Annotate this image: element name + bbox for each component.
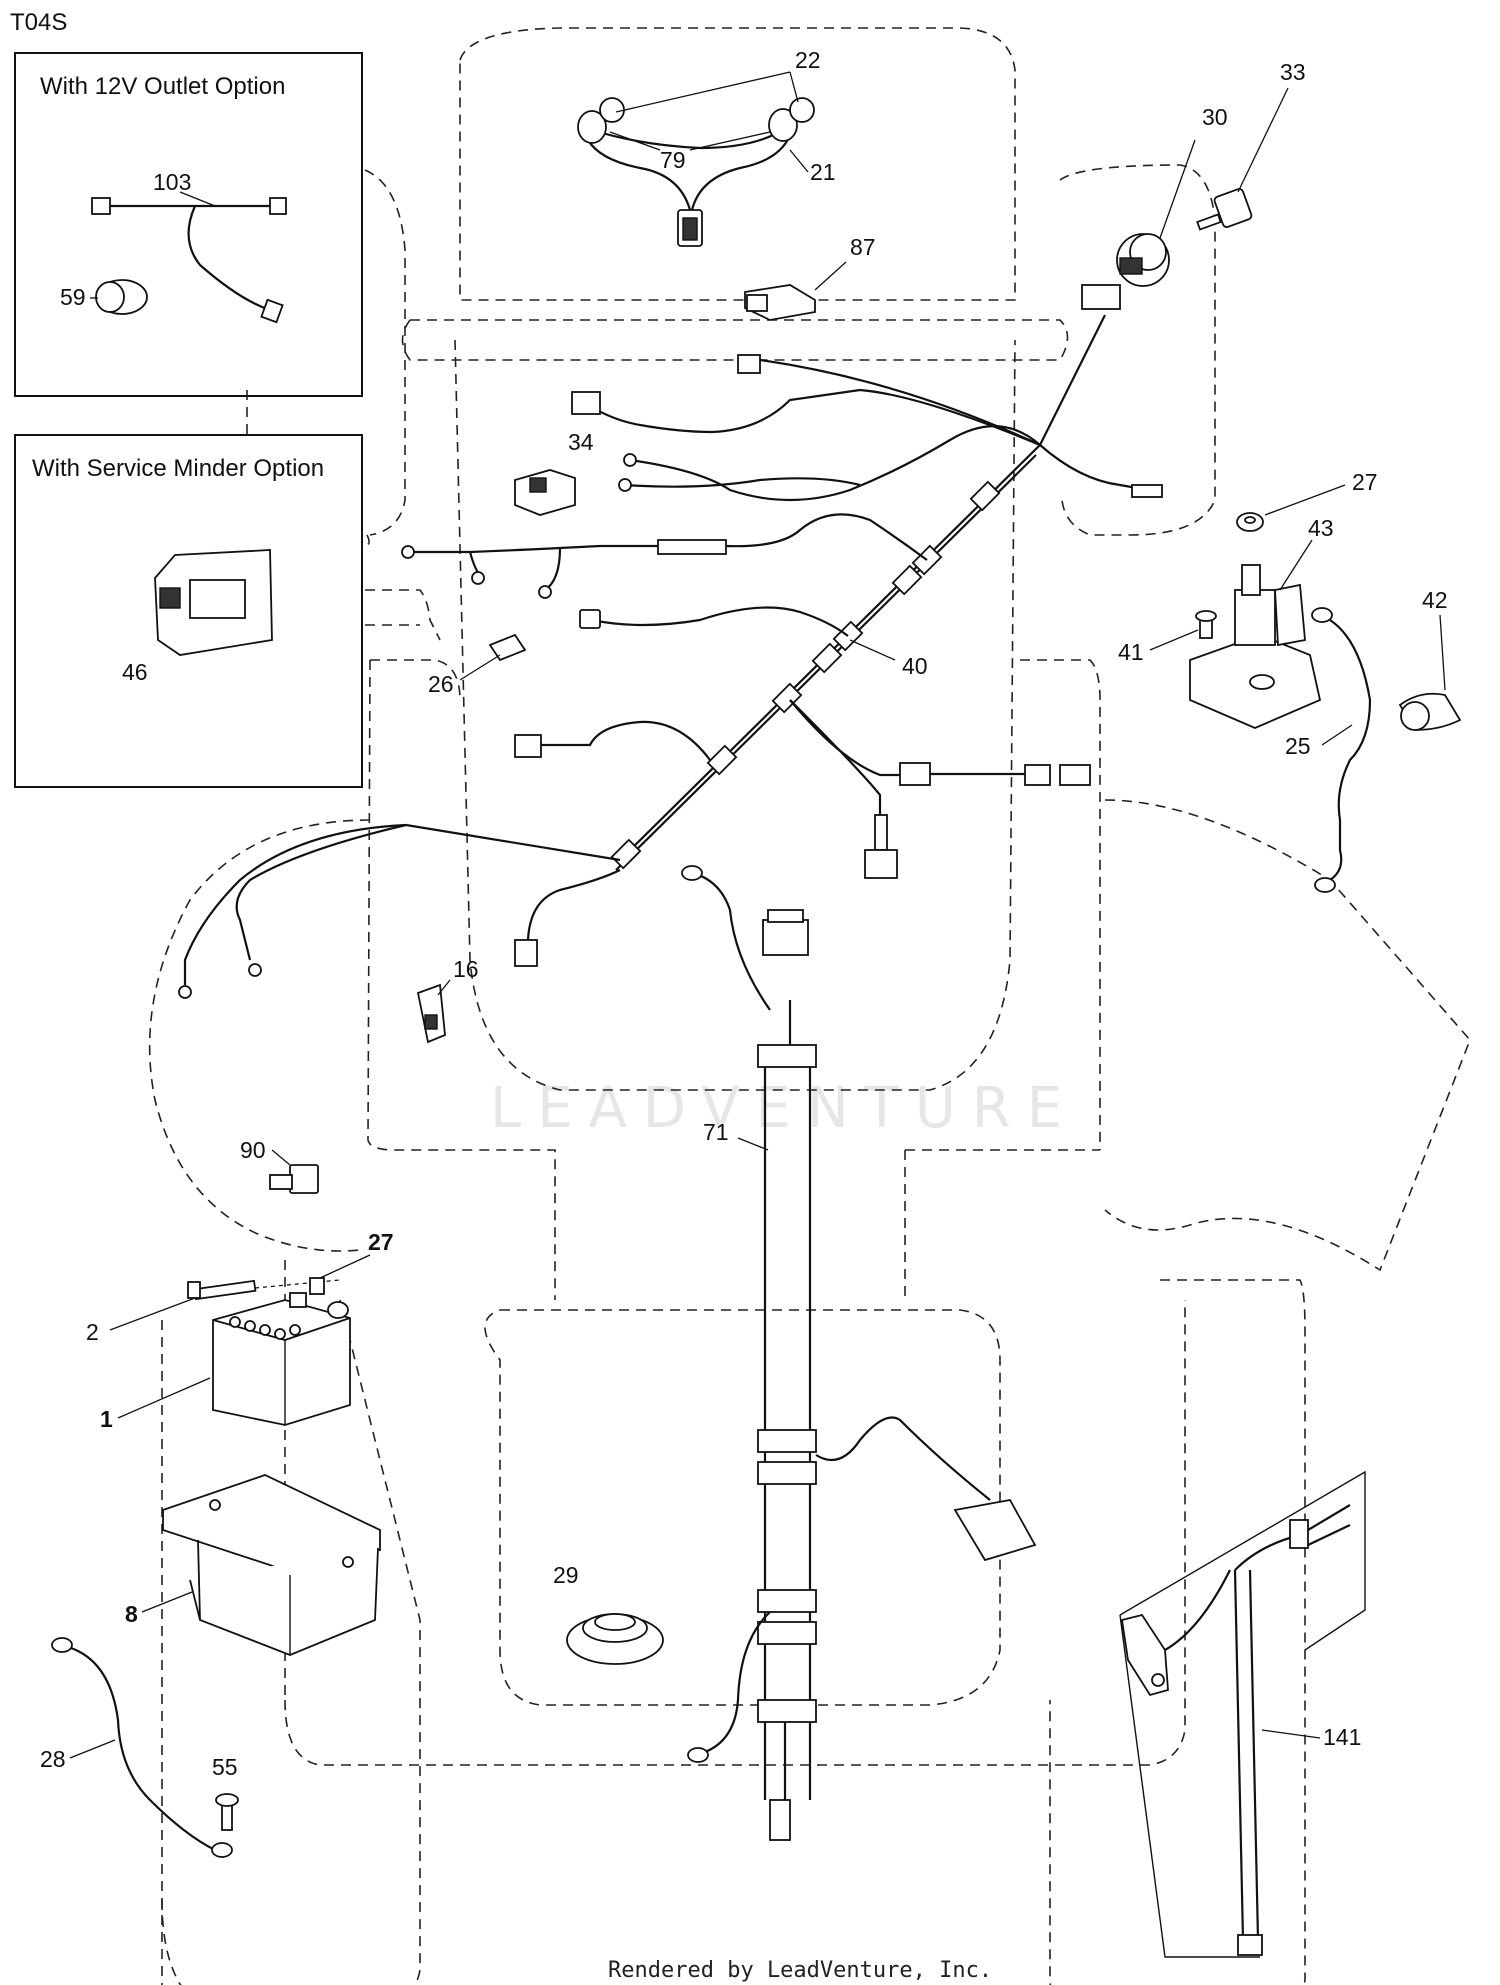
callout-8: 8: [125, 1601, 138, 1627]
cable-25: 25: [1285, 607, 1372, 893]
callout-71: 71: [703, 1119, 729, 1145]
connector-16: 16: [416, 956, 479, 1044]
footer-credit: Rendered by LeadVenture, Inc.: [608, 1958, 992, 1983]
callout-87: 87: [850, 234, 876, 260]
callout-26: 26: [428, 671, 454, 697]
headlight-harness: 22 79 21: [577, 47, 836, 247]
fuse-26: 26: [428, 633, 527, 697]
part-90: 90: [240, 1137, 319, 1194]
callout-34: 34: [568, 429, 594, 455]
callout-103: 103: [153, 169, 191, 195]
bolt-41: 41: [1118, 610, 1217, 665]
callout-43: 43: [1308, 515, 1334, 541]
callout-79: 79: [660, 147, 686, 173]
callout-42: 42: [1422, 587, 1448, 613]
ignition-switch: 30: [1116, 104, 1228, 287]
option-box-12v-outlet: With 12V Outlet Option 103 59: [14, 52, 363, 397]
watermark: LEADVENTURE: [490, 1076, 1078, 1141]
cable-28: 28: [40, 1637, 233, 1858]
callout-22: 22: [795, 47, 821, 73]
relay-87: 87: [744, 234, 876, 321]
callout-30: 30: [1202, 104, 1228, 130]
bolt-55: 55: [212, 1754, 239, 1831]
option-box-12v-title: With 12V Outlet Option: [40, 73, 285, 100]
callout-16: 16: [453, 956, 479, 982]
bolt-2: 2: [86, 1279, 341, 1345]
seat-switch-141: 141: [1119, 1470, 1366, 1958]
callout-90: 90: [240, 1137, 266, 1163]
battery-tray-8: 8: [125, 1474, 381, 1656]
cable-71: 71: [681, 865, 1037, 1841]
callout-141: 141: [1323, 1724, 1361, 1750]
callout-28: 28: [40, 1746, 66, 1772]
callout-55: 55: [212, 1754, 238, 1780]
callout-29: 29: [553, 1562, 579, 1588]
washer-27: 27: [1236, 469, 1378, 532]
callout-2: 2: [86, 1319, 99, 1345]
callout-40: 40: [902, 653, 928, 679]
part-29: 29: [553, 1562, 664, 1665]
callout-27-top: 27: [1352, 469, 1378, 495]
battery-1: 1: [100, 1292, 351, 1432]
callout-1: 1: [100, 1406, 113, 1432]
callout-46: 46: [122, 659, 148, 685]
diagram-code: T04S: [10, 9, 67, 36]
callout-25: 25: [1285, 733, 1311, 759]
main-harness: 40: [178, 284, 1163, 999]
callout-33: 33: [1280, 59, 1306, 85]
callout-59: 59: [60, 284, 86, 310]
option-box-service-minder-title: With Service Minder Option: [32, 455, 324, 482]
solenoid-43: 43: [1189, 515, 1334, 729]
callout-21: 21: [810, 159, 836, 185]
switch-34: 34: [514, 429, 594, 516]
callout-27-battery: 27: [368, 1229, 394, 1255]
option-box-service-minder: With Service Minder Option 46: [14, 434, 363, 788]
nut-27: 27: [309, 1229, 394, 1295]
boot-42: 42: [1398, 587, 1462, 731]
callout-41: 41: [1118, 639, 1144, 665]
ignition-key: 33: [1196, 59, 1306, 231]
